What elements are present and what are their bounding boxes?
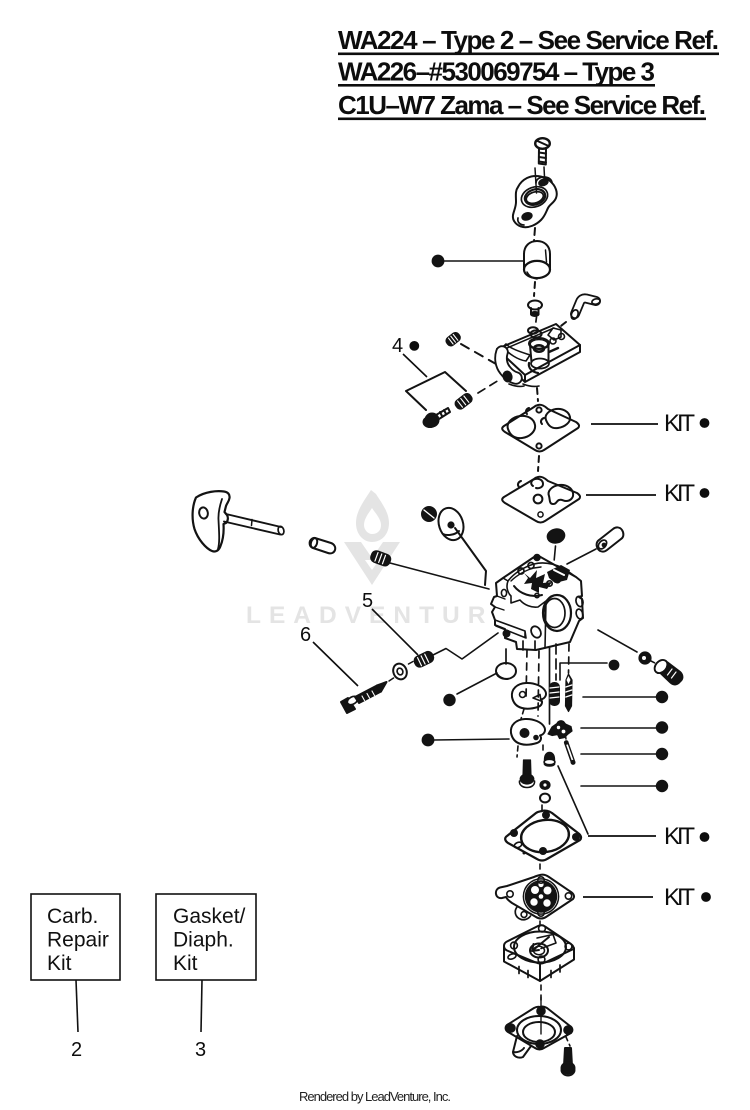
svg-text:KIT: KIT [664, 480, 695, 507]
svg-text:KIT: KIT [664, 823, 695, 850]
svg-text:LEADVENTURE: LEADVENTURE [246, 602, 518, 629]
svg-text:Repair: Repair [47, 929, 109, 952]
svg-text:Gasket/: Gasket/ [173, 905, 246, 928]
svg-text:3: 3 [195, 1039, 206, 1061]
svg-text:KIT: KIT [664, 410, 695, 437]
svg-text:Kit: Kit [173, 952, 198, 975]
svg-text:WA224 – Type 2 – See Service R: WA224 – Type 2 – See Service Ref. [338, 25, 719, 55]
svg-text:6: 6 [300, 624, 311, 646]
svg-text:C1U–W7 Zama – See Service Ref.: C1U–W7 Zama – See Service Ref. [338, 90, 706, 120]
svg-text:4: 4 [392, 335, 403, 357]
svg-text:Kit: Kit [47, 952, 72, 975]
svg-text:Rendered by LeadVenture, Inc.: Rendered by LeadVenture, Inc. [299, 1089, 451, 1104]
svg-text:Carb.: Carb. [47, 905, 98, 928]
svg-text:KIT: KIT [664, 884, 695, 911]
svg-text:5: 5 [362, 590, 373, 612]
svg-text:WA226–#530069754 – Type 3: WA226–#530069754 – Type 3 [338, 57, 655, 87]
svg-text:2: 2 [71, 1039, 82, 1061]
svg-text:Diaph.: Diaph. [173, 929, 234, 952]
